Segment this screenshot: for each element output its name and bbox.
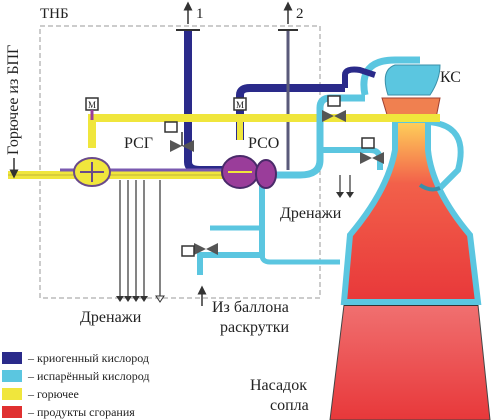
label-nozzle-2: сопла [270, 397, 309, 414]
valve-m-left-label: M [88, 100, 96, 110]
label-from-balloon-1: Из баллона [212, 299, 289, 316]
legend: – криогенный кислород – испарённый кисло… [2, 351, 149, 419]
chamber-head [384, 64, 441, 96]
legend-text-fuel: – горючее [27, 387, 79, 401]
turbopump-1 [73, 157, 111, 187]
valve-chamber-top-icon [322, 95, 346, 122]
cryo-oxygen-line-top [236, 84, 345, 140]
turbopump-2 [221, 155, 259, 189]
legend-text-combustion: – продукты сгорания [27, 405, 135, 419]
valve-m-right-label: M [236, 100, 244, 110]
label-ks: КС [440, 69, 461, 86]
combustion-chamber-bell [340, 117, 482, 305]
spinup-line [197, 178, 265, 275]
legend-swatch-fuel [2, 388, 22, 400]
label-tnb: ТНБ [40, 6, 69, 22]
label-port-2: 2 [296, 6, 304, 22]
label-port-1: 1 [196, 6, 204, 22]
drain-lines-bottom [116, 180, 165, 303]
nozzle-extension [329, 304, 491, 420]
label-from-balloon-2: раскрутки [220, 319, 290, 336]
label-drains-bottom: Дренажи [80, 309, 142, 326]
label-fuel-from: Горючее из БПГ [5, 45, 22, 155]
legend-swatch-combustion [2, 406, 22, 418]
label-drains-right: Дренажи [280, 205, 342, 222]
rsg-valve-icon [164, 121, 194, 152]
legend-text-cryo: – криогенный кислород [27, 351, 149, 365]
label-rso: РСО [248, 135, 279, 152]
legend-swatch-evap [2, 370, 22, 382]
valve-m-left-icon: M [85, 97, 99, 120]
valve-spinup-icon [181, 243, 218, 257]
label-nozzle-1: Насадок [250, 377, 307, 394]
label-rsg: РСГ [124, 135, 153, 152]
turbopump-3 [255, 159, 277, 189]
legend-swatch-cryo [2, 352, 22, 364]
legend-text-evap: – испарённый кислород [27, 369, 149, 383]
cryo-oxygen-line-1 [184, 30, 240, 174]
valve-m-right-icon: M [233, 97, 247, 111]
evap-oxygen-line [262, 94, 365, 179]
valve-chamber-mid-icon [360, 137, 384, 164]
drain-lines-right [336, 175, 354, 198]
